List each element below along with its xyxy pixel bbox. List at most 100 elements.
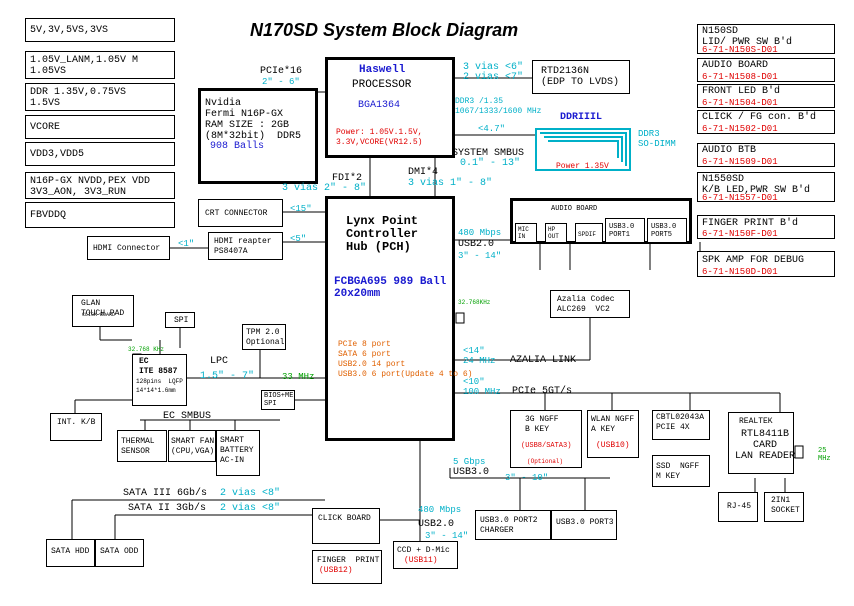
board-lid: N150SD LID/ PWR SW B'd 6-71-N150S-D01 bbox=[697, 24, 835, 55]
crt-label: CRT CONNECTOR bbox=[205, 209, 268, 218]
ccd-usb: (USB11) bbox=[404, 556, 438, 565]
click-board-small: CLICK BOARD bbox=[82, 312, 116, 318]
crt-connector: CRT CONNECTOR bbox=[198, 199, 283, 227]
power-rail-label: N16P-GX NVDD,PEX VDD 3V3_AON, 3V3_RUN bbox=[30, 176, 151, 198]
audio-usb-label: USB2.0 bbox=[458, 239, 495, 250]
board-code: 6-71-N150S-D01 bbox=[702, 45, 778, 55]
power-rail: N16P-GX NVDD,PEX VDD 3V3_AON, 3V3_RUN bbox=[25, 172, 175, 199]
cpu-label: PROCESSOR bbox=[352, 79, 412, 91]
audio-usb-length: 3" - 14" bbox=[458, 251, 502, 261]
board-name: N150SD LID/ PWR SW B'd bbox=[702, 26, 793, 48]
board-code: 6-71-N150F-D01 bbox=[702, 229, 778, 239]
power-rail-label: 5V,3V,5VS,3VS bbox=[30, 25, 109, 36]
finger-print: FINGER PRINT (USB12) bbox=[312, 550, 382, 584]
board-name: FINGER PRINT B'd bbox=[702, 218, 799, 229]
power-rail: VCORE bbox=[25, 115, 175, 139]
jack-label: USB3.0 PORT1 bbox=[609, 223, 635, 239]
ngff-3g-optional: (Optional) bbox=[527, 458, 564, 465]
click-board-label: CLICK BOARD bbox=[318, 514, 371, 523]
power-rail-label: VCORE bbox=[30, 122, 61, 133]
ec-name: EC ITE 8587 bbox=[139, 357, 178, 376]
codec-label: Azalia Codec ALC269 VC2 bbox=[557, 295, 615, 314]
pch-box: Lynx Point Controller Hub (PCH) FCBGA695… bbox=[325, 196, 472, 441]
pcie-label: PCIe 5GT/s bbox=[512, 386, 573, 397]
bios-box: BIOS+ME SPI bbox=[261, 390, 295, 410]
gpu-description: Nvidia Fermi N16P-GX RAM SIZE : 2GB (8M*… bbox=[205, 98, 302, 142]
page-title: N170SD System Block Diagram bbox=[250, 20, 519, 40]
board-finger-print: FINGER PRINT B'd 6-71-N150F-D01 bbox=[697, 215, 835, 239]
edp-vias: 3 vias <6" 2 vias <7" bbox=[463, 62, 524, 83]
board-name: AUDIO BOARD bbox=[702, 60, 769, 71]
bios-label: BIOS+ME SPI bbox=[264, 392, 294, 408]
ngff-wlan: WLAN NGFF A KEY (USB10) bbox=[587, 410, 639, 458]
crt-length: <15" bbox=[290, 204, 312, 214]
lan-crystal: 25 MHz bbox=[818, 447, 831, 463]
power-rail: VDD3,VDD5 bbox=[25, 142, 175, 166]
tpm-label: TPM 2.0 Optional bbox=[246, 328, 285, 347]
touchpad-label: GLAN TOUCH PAD bbox=[81, 299, 125, 318]
jack-mic: MIC IN bbox=[515, 223, 537, 243]
dmi-label: DMI*4 bbox=[408, 167, 439, 178]
sata2-label: SATA II 3Gb/s bbox=[128, 503, 207, 514]
system-smbus-length: 0.1" - 13" bbox=[460, 158, 521, 169]
usb2-label: USB2.0 bbox=[418, 519, 455, 530]
gpu-bus-length: 2" - 6" bbox=[262, 77, 300, 87]
ccd-label: CCD + D-Mic bbox=[397, 546, 450, 555]
cpu-box: Haswell PROCESSOR BGA1364 Power: 1.05V.1… bbox=[325, 57, 455, 158]
ddr-power: Power 1.35V bbox=[556, 162, 609, 171]
ngff-3g-label: 3G NGFF B KEY bbox=[525, 415, 559, 434]
ec-box: EC ITE 8587 128pins LQFP 14*14*1.6mm bbox=[132, 354, 187, 406]
fdi-vias: 3 vias 2" - 8" bbox=[282, 183, 367, 194]
usb3-port3: USB3.0 PORT3 bbox=[551, 510, 617, 540]
jack-label: HP OUT bbox=[548, 226, 559, 240]
ccd-dmic: CCD + D-Mic (USB11) bbox=[393, 541, 458, 569]
rj45-label: RJ-45 bbox=[727, 502, 752, 511]
board-name: N1550SD K/B LED,PWR SW B'd bbox=[702, 174, 811, 196]
lan-card-reader: REALTEK RTL8411B CARD LAN READER bbox=[728, 412, 795, 474]
cpu-power: Power: 1.05V.1.5V, 3.3V,VCORE(VR12.5) bbox=[336, 128, 423, 147]
sata3-vias: 2 vias <8" bbox=[220, 488, 281, 499]
cpu-package: BGA1364 bbox=[358, 100, 401, 111]
thermal-label: THERMAL SENSOR bbox=[121, 437, 155, 456]
usb3-length: 3" - 10" bbox=[505, 473, 549, 483]
codec-crystal: 32.768KHz bbox=[458, 299, 491, 306]
finger-print-label: FINGER PRINT bbox=[317, 556, 380, 565]
board-code: 6-71-N1557-D01 bbox=[702, 193, 778, 203]
usb3-port2-label: USB3.0 PORT2 CHARGER bbox=[480, 516, 538, 535]
hdmi-connector: HDMI Connector bbox=[87, 236, 170, 260]
sata-hdd-label: SATA HDD bbox=[51, 547, 90, 556]
gpu-balls: 908 Balls bbox=[210, 141, 265, 152]
lpc-mhz: 33 MHz bbox=[282, 372, 315, 382]
board-spk-amp: SPK AMP FOR DEBUG 6-71-N150D-D01 bbox=[697, 251, 835, 277]
board-name: CLICK / FG con. B'd bbox=[702, 112, 817, 123]
azalia-link-label: AZALIA LINK bbox=[510, 355, 577, 366]
spi-box: SPI bbox=[165, 312, 195, 328]
board-code: 6-71-N1502-D01 bbox=[702, 124, 778, 134]
pch-name: Lynx Point Controller Hub (PCH) bbox=[346, 214, 419, 254]
audio-usb-mbps: 480 Mbps bbox=[458, 228, 502, 238]
power-rail-label: VDD3,VDD5 bbox=[30, 149, 85, 160]
power-rail: DDR 1.35V,0.75VS 1.5VS bbox=[25, 83, 175, 111]
touchpad-box: GLAN TOUCH PAD bbox=[72, 295, 134, 327]
finger-print-usb: (USB12) bbox=[319, 566, 353, 575]
power-rail-label: DDR 1.35V,0.75VS 1.5VS bbox=[30, 87, 127, 109]
ddr-length: <4.7" bbox=[478, 124, 506, 134]
cbtl-box: CBTL02043A PCIE 4X bbox=[652, 410, 710, 440]
power-rail-label: 1.05V_LANM,1.05V M 1.05VS bbox=[30, 55, 139, 77]
usb2-mbps: 480 Mbps bbox=[418, 505, 462, 515]
board-click: CLICK / FG con. B'd 6-71-N1502-D01 bbox=[697, 110, 835, 134]
azalia-codec: Azalia Codec ALC269 VC2 bbox=[550, 290, 630, 318]
sata-hdd: SATA HDD bbox=[46, 539, 95, 567]
edp-box: RTD2136N (EDP TO LVDS) bbox=[532, 60, 630, 94]
smart-fan-label: SMART FAN (CPU,VGA) bbox=[171, 437, 215, 456]
ngff-3g-usb: (USB8/SATA3) bbox=[521, 442, 572, 450]
click-board: CLICK BOARD bbox=[312, 508, 380, 544]
audio-board-title: AUDIO BOARD bbox=[551, 205, 598, 213]
fdi-label: FDI*2 bbox=[332, 173, 363, 184]
rj45-box: RJ-45 bbox=[718, 492, 758, 522]
ec-smbus-label: EC SMBUS bbox=[163, 411, 212, 422]
hdmi-length-1: <1" bbox=[178, 239, 195, 249]
jack-spdif: SPDIF bbox=[575, 223, 603, 243]
tpm-box: TPM 2.0 Optional bbox=[242, 324, 286, 350]
